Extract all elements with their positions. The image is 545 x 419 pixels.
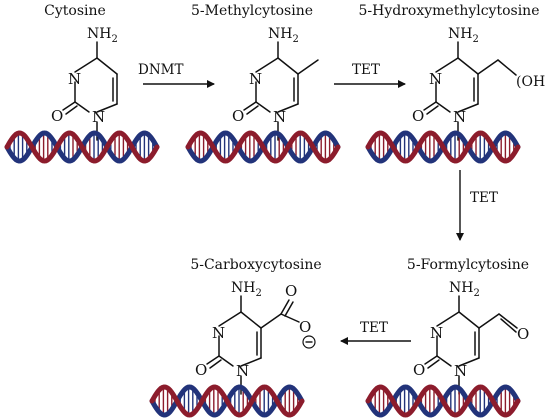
dna-helix [4,130,160,164]
molecule-5-carboxycytosine: N N O O O NH2 [195,280,316,395]
helix-strand-red [4,130,160,164]
title-cytosine: Cytosine [44,3,106,19]
dna-helix [365,384,521,418]
atom-nh2: NH2 [268,26,299,45]
helix-strand-red [149,384,305,418]
atom-nh2: NH2 [231,280,262,299]
label-tet-3: TET [360,320,388,336]
ring-bonds [206,295,300,395]
title-5-methylcytosine: 5-Methylcytosine [191,3,313,19]
atom-nh2: NH2 [87,26,118,45]
dna-helix [149,384,305,418]
helix-strand-red [365,130,521,164]
atom-o-formyl: O [517,325,529,343]
dna-helix [185,130,341,164]
ring-bonds [62,41,118,141]
atom-n1: N [92,108,105,126]
atom-o2: O [413,361,425,379]
molecule-cytosine: N N O NH2 [51,26,118,141]
negative-charge-circle [302,335,316,349]
ring-bonds [243,41,319,141]
atom-n1: N [454,362,467,380]
atom-nh2: NH2 [449,280,480,299]
title-5-carboxycytosine: 5-Carboxycytosine [190,257,321,273]
helix-strand-red [185,130,341,164]
atom-o2: O [195,361,207,379]
helix-strand-red [365,384,521,418]
molecule-5-formylcytosine: N N O O NH2 [413,280,529,395]
label-tet-1: TET [352,62,380,78]
atom-o-carboxylate: O [299,318,311,336]
atom-n3: N [249,70,262,88]
atom-o-carbonyl: O [285,282,297,300]
ring-bonds [424,295,518,395]
atom-o2: O [232,107,244,125]
atom-o2: O [412,107,424,125]
atom-n1: N [453,108,466,126]
atom-oh: (OH [516,74,545,90]
atom-o2: O [51,107,63,125]
molecule-5-hydroxymethylcytosine: N N O NH2 (OH [412,26,545,141]
dna-helix [365,130,521,164]
label-dnmt: DNMT [138,62,183,78]
bracket-open: ( [516,74,521,90]
label-tet-2: TET [470,190,498,206]
molecule-5-methylcytosine: N N O NH2 [232,26,319,141]
atom-n1: N [236,362,249,380]
atom-n1: N [273,108,286,126]
title-5-formylcytosine: 5-Formylcytosine [407,257,529,273]
atom-n3: N [429,70,442,88]
title-5-hydroxymethylcytosine: 5-Hydroxymethylcytosine [358,3,539,19]
ring-bonds [423,41,517,141]
atom-nh2: NH2 [448,26,479,45]
atom-n3: N [430,324,443,342]
atom-n3: N [212,324,225,342]
atom-n3: N [68,70,81,88]
